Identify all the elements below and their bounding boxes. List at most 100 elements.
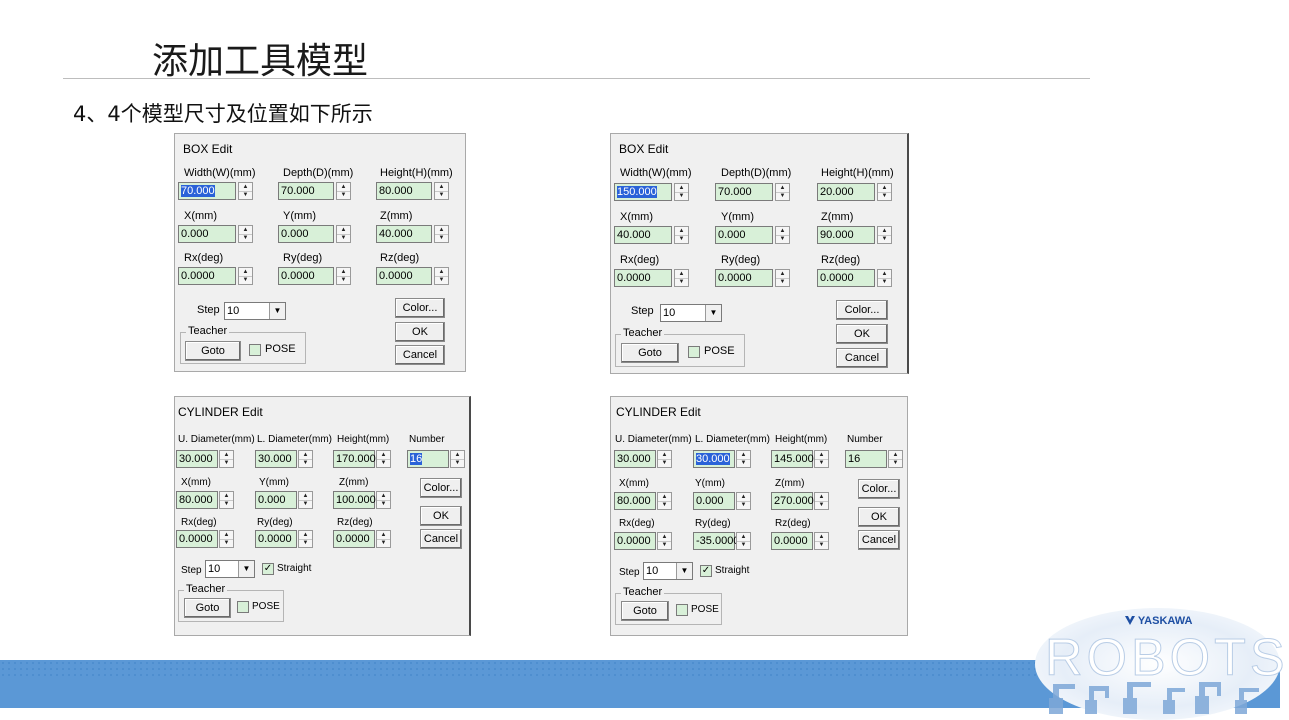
z-spin-arrows[interactable]: ▲▼ <box>376 491 391 509</box>
spin-up-icon[interactable]: ▲ <box>377 531 390 540</box>
width-field[interactable]: 70.000 <box>178 182 236 200</box>
spin-down-icon[interactable]: ▼ <box>818 502 825 508</box>
x-field[interactable]: 80.000 <box>614 492 656 510</box>
spin-up-icon[interactable]: ▲ <box>239 268 252 277</box>
spin-down-icon[interactable]: ▼ <box>779 193 786 199</box>
x-spin-arrows[interactable]: ▲▼ <box>238 225 253 243</box>
spin-up-icon[interactable]: ▲ <box>337 183 350 192</box>
spin-down-icon[interactable]: ▼ <box>302 460 309 466</box>
spin-down-icon[interactable]: ▼ <box>661 502 668 508</box>
x-field[interactable]: 0.000 <box>178 225 236 243</box>
u-diameter-field[interactable]: 30.000 <box>176 450 218 468</box>
cancel-button[interactable]: Cancel <box>858 530 900 550</box>
spin-down-icon[interactable]: ▼ <box>242 192 249 198</box>
rx-spin-arrows[interactable]: ▲▼ <box>238 267 253 285</box>
spin-up-icon[interactable]: ▲ <box>878 184 891 193</box>
spin-up-icon[interactable]: ▲ <box>299 451 312 460</box>
width-spin-arrows[interactable]: ▲▼ <box>238 182 253 200</box>
y-spin-arrows[interactable]: ▲▼ <box>736 492 751 510</box>
cancel-button[interactable]: Cancel <box>420 529 462 549</box>
spin-up-icon[interactable]: ▲ <box>776 184 789 193</box>
color-button[interactable]: Color... <box>858 479 900 499</box>
x-field[interactable]: 80.000 <box>176 491 218 509</box>
rz-field[interactable]: 0.0000 <box>771 532 813 550</box>
spin-up-icon[interactable]: ▲ <box>220 531 233 540</box>
rx-spin-arrows[interactable]: ▲▼ <box>657 532 672 550</box>
rz-spin-arrows[interactable]: ▲▼ <box>434 267 449 285</box>
color-button[interactable]: Color... <box>395 298 445 318</box>
spin-down-icon[interactable]: ▼ <box>818 460 825 466</box>
rz-spin-arrows[interactable]: ▲▼ <box>814 532 829 550</box>
ry-field[interactable]: -35.0000 <box>693 532 739 550</box>
spin-down-icon[interactable]: ▼ <box>302 540 309 546</box>
spin-down-icon[interactable]: ▼ <box>740 542 747 548</box>
cancel-button[interactable]: Cancel <box>836 348 888 368</box>
height-field[interactable]: 170.000 <box>333 450 376 468</box>
rx-field[interactable]: 0.0000 <box>614 269 672 287</box>
spin-down-icon[interactable]: ▼ <box>438 192 445 198</box>
spin-up-icon[interactable]: ▲ <box>658 493 671 502</box>
ry-field[interactable]: 0.0000 <box>715 269 773 287</box>
spin-up-icon[interactable]: ▲ <box>239 226 252 235</box>
spin-down-icon[interactable]: ▼ <box>892 460 899 466</box>
ry-field[interactable]: 0.0000 <box>255 530 297 548</box>
spin-up-icon[interactable]: ▲ <box>337 268 350 277</box>
spin-down-icon[interactable]: ▼ <box>340 192 347 198</box>
spin-down-icon[interactable]: ▼ <box>380 501 387 507</box>
number-spin-arrows[interactable]: ▲▼ <box>888 450 903 468</box>
ok-button[interactable]: OK <box>395 322 445 342</box>
straight-checkbox[interactable]: ✓ <box>262 563 274 575</box>
rx-field[interactable]: 0.0000 <box>614 532 656 550</box>
spin-down-icon[interactable]: ▼ <box>380 540 387 546</box>
spin-down-icon[interactable]: ▼ <box>678 193 685 199</box>
depth-field[interactable]: 70.000 <box>278 182 334 200</box>
y-field[interactable]: 0.000 <box>278 225 334 243</box>
ry-spin-arrows[interactable]: ▲▼ <box>336 267 351 285</box>
spin-down-icon[interactable]: ▼ <box>779 279 786 285</box>
z-spin-arrows[interactable]: ▲▼ <box>814 492 829 510</box>
spin-down-icon[interactable]: ▼ <box>779 236 786 242</box>
z-spin-arrows[interactable]: ▲▼ <box>434 225 449 243</box>
spin-up-icon[interactable]: ▲ <box>435 226 448 235</box>
spin-down-icon[interactable]: ▼ <box>438 277 445 283</box>
ry-spin-arrows[interactable]: ▲▼ <box>298 530 313 548</box>
rz-field[interactable]: 0.0000 <box>376 267 432 285</box>
step-select[interactable]: 10▼ <box>643 562 693 580</box>
y-spin-arrows[interactable]: ▲▼ <box>336 225 351 243</box>
rx-spin-arrows[interactable]: ▲▼ <box>219 530 234 548</box>
l-diameter-spin-arrows[interactable]: ▲▼ <box>298 450 313 468</box>
spin-down-icon[interactable]: ▼ <box>881 193 888 199</box>
spin-up-icon[interactable]: ▲ <box>658 533 671 542</box>
spin-down-icon[interactable]: ▼ <box>223 501 230 507</box>
spin-down-icon[interactable]: ▼ <box>454 460 461 466</box>
x-spin-arrows[interactable]: ▲▼ <box>657 492 672 510</box>
number-field[interactable]: 16 <box>845 450 887 468</box>
height-field[interactable]: 80.000 <box>376 182 432 200</box>
spin-down-icon[interactable]: ▼ <box>678 279 685 285</box>
y-spin-arrows[interactable]: ▲▼ <box>775 226 790 244</box>
z-field[interactable]: 90.000 <box>817 226 875 244</box>
spin-up-icon[interactable]: ▲ <box>815 493 828 502</box>
spin-down-icon[interactable]: ▼ <box>302 501 309 507</box>
spin-up-icon[interactable]: ▲ <box>878 270 891 279</box>
ok-button[interactable]: OK <box>420 506 462 526</box>
z-field[interactable]: 40.000 <box>376 225 432 243</box>
step-select[interactable]: 10▼ <box>205 560 255 578</box>
depth-field[interactable]: 70.000 <box>715 183 773 201</box>
chevron-down-icon[interactable]: ▼ <box>676 563 692 579</box>
spin-down-icon[interactable]: ▼ <box>818 542 825 548</box>
spin-up-icon[interactable]: ▲ <box>675 270 688 279</box>
goto-button[interactable]: Goto <box>184 598 231 618</box>
ok-button[interactable]: OK <box>836 324 888 344</box>
spin-up-icon[interactable]: ▲ <box>435 183 448 192</box>
spin-up-icon[interactable]: ▲ <box>337 226 350 235</box>
chevron-down-icon[interactable]: ▼ <box>238 561 254 577</box>
spin-up-icon[interactable]: ▲ <box>299 492 312 501</box>
depth-spin-arrows[interactable]: ▲▼ <box>336 182 351 200</box>
chevron-down-icon[interactable]: ▼ <box>269 303 285 319</box>
spin-down-icon[interactable]: ▼ <box>340 235 347 241</box>
ry-spin-arrows[interactable]: ▲▼ <box>736 532 751 550</box>
spin-up-icon[interactable]: ▲ <box>239 183 252 192</box>
color-button[interactable]: Color... <box>836 300 888 320</box>
z-spin-arrows[interactable]: ▲▼ <box>877 226 892 244</box>
